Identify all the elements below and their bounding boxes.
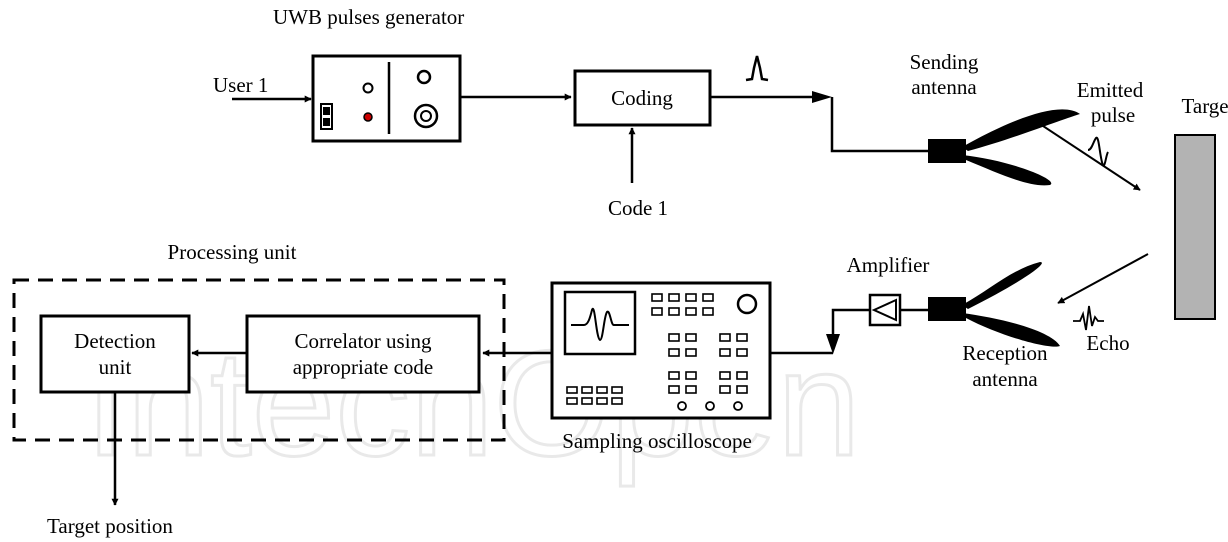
sending-antenna-line1: Sending bbox=[910, 50, 979, 74]
emitted-pulse-line2: pulse bbox=[1091, 103, 1135, 127]
coding-label: Coding bbox=[611, 86, 673, 110]
detection-line2: unit bbox=[99, 355, 132, 379]
target-position-label: Target position bbox=[47, 514, 173, 538]
amplifier-triangle-icon bbox=[868, 293, 902, 327]
detection-block bbox=[39, 314, 191, 394]
amplifier-to-scope-arrowhead bbox=[826, 334, 840, 354]
amplifier-to-scope-line bbox=[831, 308, 870, 335]
reception-antenna-line2: antenna bbox=[972, 367, 1038, 391]
sending-antenna-line2: antenna bbox=[911, 75, 977, 99]
feed-line-to-sending-antenna bbox=[830, 97, 930, 153]
detection-line1: Detection bbox=[74, 329, 156, 353]
correlator-line1: Correlator using bbox=[294, 329, 432, 353]
gaussian-pulse-icon bbox=[745, 55, 769, 82]
code-input-label: Code 1 bbox=[608, 196, 668, 220]
echo-arrow bbox=[1057, 253, 1149, 304]
uwb-pulse-generator-icon bbox=[311, 54, 462, 143]
user-input-label: User 1 bbox=[213, 73, 268, 97]
horn-antenna-icon bbox=[928, 262, 1060, 347]
processing-unit-label: Processing unit bbox=[168, 240, 297, 264]
echo-label: Echo bbox=[1086, 331, 1129, 355]
generator-title: UWB pulses generator bbox=[273, 5, 464, 29]
correlator-block bbox=[245, 314, 481, 394]
echo-waveform-icon bbox=[1073, 305, 1104, 331]
reception-antenna-line1: Reception bbox=[962, 341, 1048, 365]
oscilloscope-label: Sampling oscilloscope bbox=[562, 429, 752, 453]
coding-block bbox=[573, 69, 712, 127]
emitted-waveform-icon bbox=[1087, 136, 1109, 167]
target-label: Target bbox=[1182, 94, 1228, 118]
emitted-pulse-line1: Emitted bbox=[1077, 78, 1144, 102]
amplifier-label: Amplifier bbox=[847, 253, 930, 277]
emitted-pulse-arrow bbox=[1039, 123, 1141, 191]
horn-antenna-icon bbox=[928, 109, 1080, 186]
coding-output-arrowhead bbox=[812, 91, 832, 103]
target-plate-icon bbox=[1174, 134, 1216, 320]
correlator-line2: appropriate code bbox=[293, 355, 434, 379]
oscilloscope-icon bbox=[550, 281, 772, 420]
processing-unit-frame bbox=[12, 278, 506, 442]
